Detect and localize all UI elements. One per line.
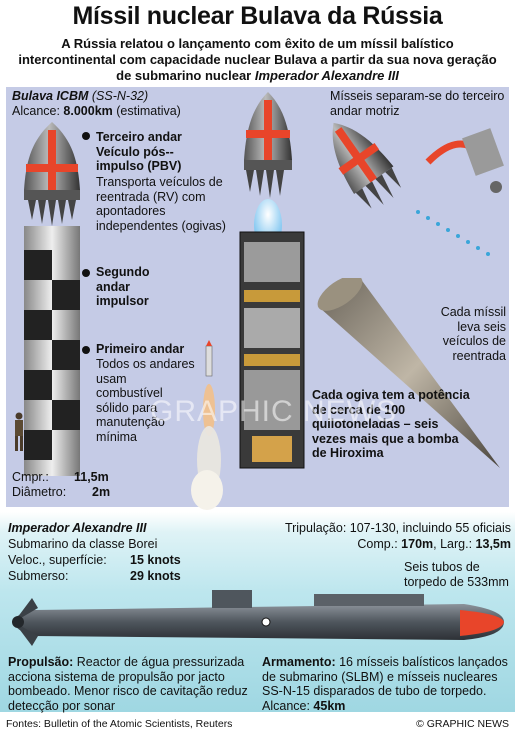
armament-desc: 16 mísseis balísticos lançados de submar…: [262, 655, 508, 713]
separation-note: Mísseis separam-se do terceiro andar mot…: [330, 89, 505, 118]
armament-range: 45km: [313, 698, 346, 713]
stage1-title: Primeiro andar: [96, 342, 185, 356]
sub-beam-value: 13,5m: [475, 537, 511, 551]
sub-length-label: Comp.:: [357, 537, 402, 551]
separation-illustration: [332, 122, 504, 256]
stage2-title: Segundo andar impulsor: [96, 265, 150, 308]
launch-illustration: [191, 340, 223, 510]
submerged-speed-value: 29 knots: [130, 569, 181, 583]
missile-illustration: [24, 122, 80, 476]
armament-text: Armamento: 16 mísseis balísticos lançado…: [262, 655, 510, 713]
crew-info: Tripulação: 107-130, incluindo 55 oficia…: [284, 521, 511, 535]
range-note: (estimativa): [112, 104, 181, 118]
surface-speed-label: Veloc., superfície:: [8, 553, 107, 567]
reentry-vehicle: [317, 278, 500, 468]
missile-name: Bulava ICBM (SS-N-32): [12, 89, 148, 103]
cutaway-stages: [239, 231, 305, 469]
page-title: Míssil nuclear Bulava da Rússia: [72, 2, 443, 30]
propulsion-desc: Reactor de água pressurizada acciona sis…: [8, 655, 248, 713]
propulsion-text: Propulsão: Reactor de água pressurizada …: [8, 655, 258, 713]
range-label: Alcance:: [12, 104, 64, 118]
sources: Fontes: Bulletin of the Atomic Scientist…: [6, 718, 233, 730]
stage1-desc: Todos os andares usam combustível sólido…: [96, 357, 195, 444]
watermark: GRAPHIC NEWS: [150, 395, 398, 428]
length-label: Cmpr.:: [12, 470, 49, 484]
missile-diameter: Diâmetro:: [12, 485, 67, 499]
stage3-title: Terceiro andar Veículo pós--impulso (PBV…: [96, 130, 182, 173]
missile-diameter-value: 2m: [92, 485, 111, 499]
armament-title: Armamento:: [262, 655, 336, 669]
page-subtitle: A Rússia relatou o lançamento com êxito …: [12, 36, 503, 84]
stage3-desc: Transporta veículos de reentrada (RV) co…: [96, 175, 226, 233]
sub-length-value: 170m: [401, 537, 434, 551]
missile-code: (SS-N-32): [91, 89, 149, 103]
surface-speed-value: 15 knots: [130, 553, 181, 567]
torpedo-note: Seis tubos de torpedo de 533mm: [404, 560, 509, 589]
subtitle-text: A Rússia relatou o lançamento com êxito …: [18, 36, 497, 83]
sub-beam-label: , Larg.:: [433, 537, 476, 551]
missile-length-value: 11,5m: [74, 470, 109, 484]
range-value: 8.000km: [63, 104, 113, 118]
credit: © GRAPHIC NEWS: [416, 718, 509, 730]
dimensions-info: Comp.: 170m, Larg.: 13,5m: [300, 537, 511, 552]
missile-name-text: Bulava ICBM: [12, 89, 89, 103]
submarine-class: Submarino da classe Borei: [8, 537, 158, 551]
subtitle-submarine-name: Imperador Alexandre III: [254, 68, 399, 83]
person-scale-icon: [15, 412, 23, 451]
submarine-name: Imperador Alexandre III: [8, 521, 147, 535]
submarine-illustration: [12, 590, 504, 646]
rv-note: Cada míssil leva seis veículos de reentr…: [440, 305, 506, 363]
warhead-note: Cada ogiva tem a potência de cerca de 10…: [312, 388, 470, 460]
stage-markers: [82, 132, 90, 354]
propulsion-title: Propulsão:: [8, 655, 74, 669]
submerged-speed-label: Submerso:: [8, 569, 69, 583]
missile-length: Cmpr.:: [12, 470, 49, 485]
missile-range: Alcance: 8.000km (estimativa): [12, 104, 181, 119]
